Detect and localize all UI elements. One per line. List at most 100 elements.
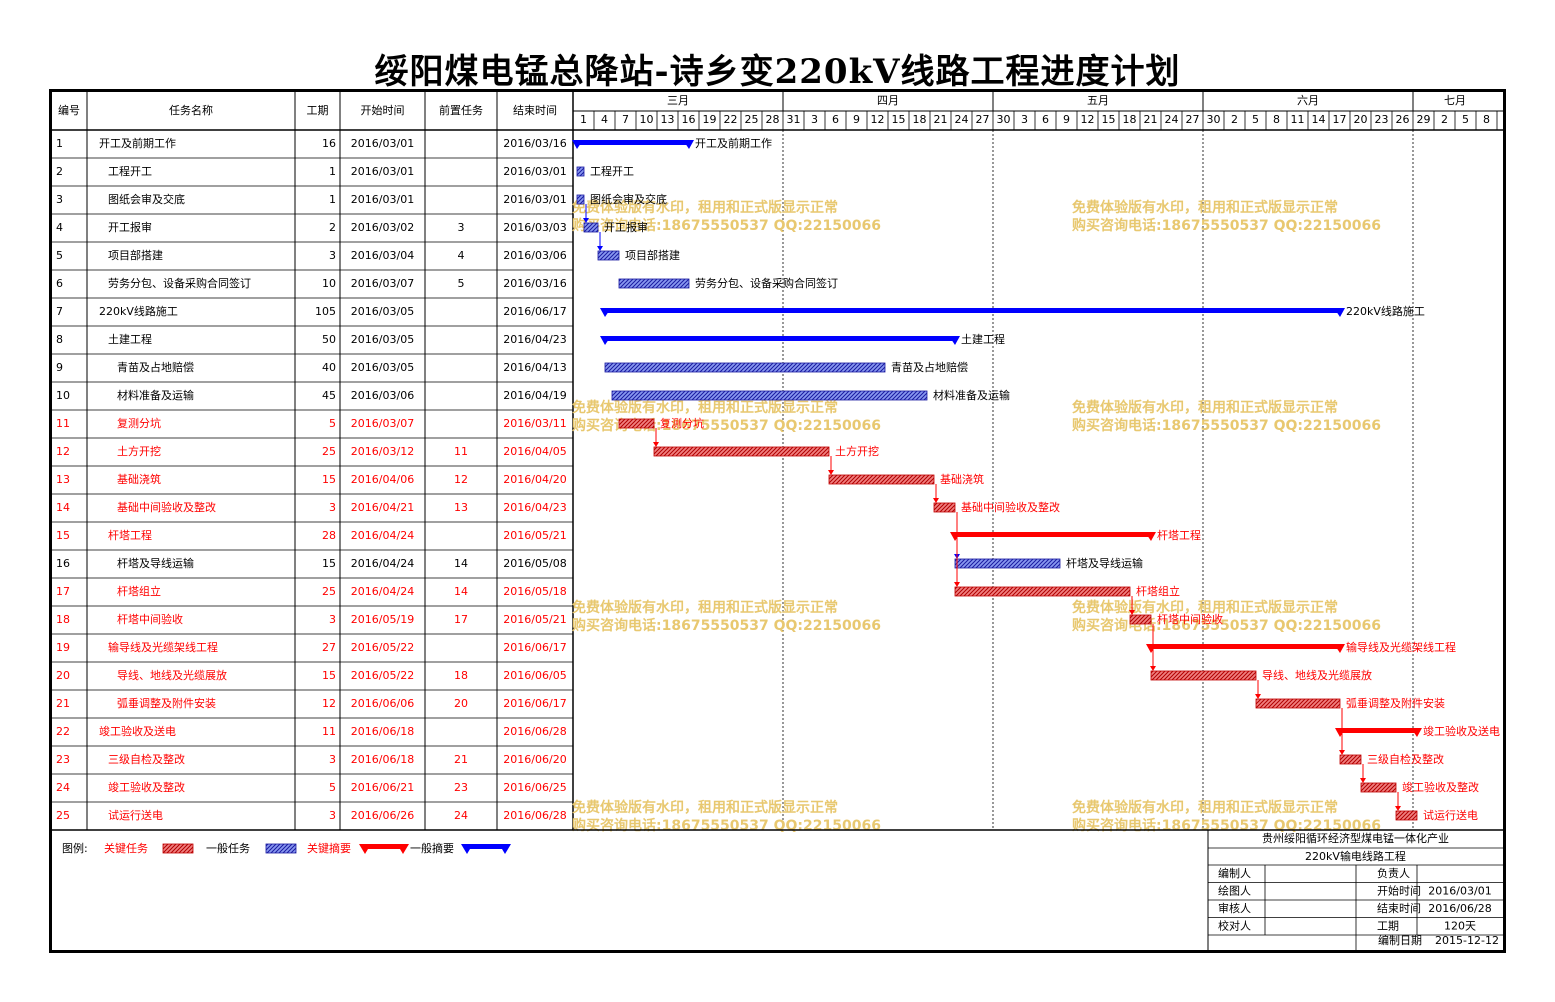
legend-critical-summary-swatch-cap — [359, 844, 371, 854]
task-name: 三级自检及整改 — [108, 752, 185, 766]
header-no: 编号 — [58, 103, 80, 117]
bar-label: 杆塔及导线运输 — [1066, 556, 1143, 570]
summary-bar-start-cap — [600, 336, 611, 345]
info-key: 编制人 — [1218, 866, 1251, 880]
task-name: 输导线及光缆架线工程 — [108, 640, 218, 654]
day-tick-label: 27 — [976, 113, 990, 126]
task-bar — [1150, 670, 1257, 681]
task-predecessor: 17 — [454, 613, 468, 626]
summary-bar-end-cap — [949, 336, 960, 345]
task-duration: 15 — [322, 473, 336, 486]
task-end: 2016/05/18 — [503, 585, 566, 598]
info-company: 贵州绥阳循环经济型煤电锰一体化产业 — [1262, 831, 1449, 845]
info-key: 结束时间 — [1377, 902, 1421, 915]
day-tick-label: 4 — [601, 113, 608, 126]
legend-general-summary-swatch-cap — [461, 844, 473, 854]
task-end: 2016/06/28 — [503, 809, 566, 822]
watermark-text: 免费体验版有水印，租用和正式版显示正常 — [1072, 799, 1338, 816]
day-tick-label: 5 — [1462, 113, 1469, 126]
summary-bar-start-cap — [600, 308, 611, 317]
watermark-text: 购买咨询电话:18675550537 QQ:22150066 — [1072, 417, 1381, 434]
day-tick-label: 23 — [1375, 113, 1389, 126]
task-bar — [618, 418, 655, 429]
legend-critical-task-swatch — [162, 843, 194, 854]
task-start: 2016/04/24 — [351, 585, 414, 598]
bar-label: 导线、地线及光缆展放 — [1262, 668, 1372, 682]
day-tick-label: 30 — [1207, 113, 1221, 126]
bar-label: 基础浇筑 — [940, 472, 984, 486]
legend-general-summary-swatch — [466, 844, 506, 849]
info-key: 开始时间 — [1377, 883, 1421, 897]
task-duration: 3 — [329, 753, 336, 766]
watermark-text: 购买咨询电话:18675550537 QQ:22150066 — [572, 617, 881, 634]
legend-general-task-swatch — [265, 843, 297, 854]
task-start: 2016/06/26 — [351, 809, 414, 822]
watermark-text: 购买咨询电话:18675550537 QQ:22150066 — [1072, 617, 1381, 634]
task-bar — [933, 502, 956, 513]
task-bar — [1395, 810, 1418, 821]
bar-label: 三级自检及整改 — [1367, 752, 1444, 766]
bar-label: 试运行送电 — [1423, 808, 1478, 822]
task-name: 开工报审 — [108, 220, 152, 234]
day-tick-label: 2 — [1441, 113, 1448, 126]
dependency-arrowhead — [1129, 610, 1135, 615]
day-tick-label: 21 — [1144, 113, 1158, 126]
legend-general-summary-label: 一般摘要 — [410, 841, 454, 855]
summary-bar-end-cap — [1334, 644, 1345, 653]
day-tick-label: 26 — [1396, 113, 1410, 126]
task-start: 2016/04/06 — [351, 473, 414, 486]
task-duration: 28 — [322, 529, 336, 542]
task-end: 2016/06/28 — [503, 725, 566, 738]
task-id: 7 — [56, 305, 63, 318]
task-start: 2016/05/22 — [351, 669, 414, 682]
legend-critical-summary-swatch-cap — [397, 844, 409, 854]
task-duration: 5 — [329, 417, 336, 430]
bar-label: 220kV线路施工 — [1346, 304, 1425, 318]
task-duration: 45 — [322, 389, 336, 402]
task-predecessor: 3 — [458, 221, 465, 234]
summary-bar-start-cap — [950, 532, 961, 541]
summary-bar — [577, 140, 689, 145]
bar-label: 竣工验收及整改 — [1402, 780, 1479, 794]
task-name: 土建工程 — [108, 332, 152, 346]
dependency-arrowhead — [828, 470, 834, 475]
task-start: 2016/06/21 — [351, 781, 414, 794]
legend-critical-summary-swatch — [364, 844, 404, 849]
task-bar — [576, 166, 585, 177]
day-tick-label: 24 — [955, 113, 969, 126]
task-start: 2016/05/22 — [351, 641, 414, 654]
task-bar — [576, 194, 585, 205]
info-date-value: 2015-12-12 — [1435, 934, 1499, 947]
header-predecessor: 前置任务 — [439, 103, 483, 117]
day-tick-label: 5 — [1252, 113, 1259, 126]
task-start: 2016/04/24 — [351, 557, 414, 570]
task-predecessor: 20 — [454, 697, 468, 710]
day-tick-label: 30 — [997, 113, 1011, 126]
task-duration: 3 — [329, 613, 336, 626]
bar-label: 材料准备及运输 — [933, 388, 1010, 402]
task-id: 9 — [56, 361, 63, 374]
task-start: 2016/03/05 — [351, 333, 414, 346]
task-start: 2016/03/07 — [351, 417, 414, 430]
task-bar — [1129, 614, 1152, 625]
task-name: 220kV线路施工 — [99, 304, 178, 318]
task-duration: 1 — [329, 193, 336, 206]
task-name: 基础浇筑 — [117, 472, 161, 486]
summary-bar — [1151, 644, 1340, 649]
day-tick-label: 25 — [745, 113, 759, 126]
task-id: 2 — [56, 165, 63, 178]
task-start: 2016/03/04 — [351, 249, 414, 262]
month-label: 六月 — [1297, 94, 1319, 107]
day-tick-label: 2 — [1231, 113, 1238, 126]
day-tick-label: 12 — [1081, 113, 1095, 126]
bar-label: 基础中间验收及整改 — [961, 500, 1060, 514]
day-tick-label: 15 — [892, 113, 906, 126]
day-tick-label: 29 — [1417, 113, 1431, 126]
task-end: 2016/03/16 — [503, 137, 566, 150]
watermark-text: 购买咨询电话:18675550537 QQ:22150066 — [572, 417, 881, 434]
info-key: 负责人 — [1377, 866, 1410, 880]
task-name: 竣工验收及送电 — [99, 724, 176, 738]
task-duration: 1 — [329, 165, 336, 178]
dependency-arrowhead — [653, 442, 659, 447]
watermark-text: 购买咨询电话:18675550537 QQ:22150066 — [1072, 217, 1381, 234]
